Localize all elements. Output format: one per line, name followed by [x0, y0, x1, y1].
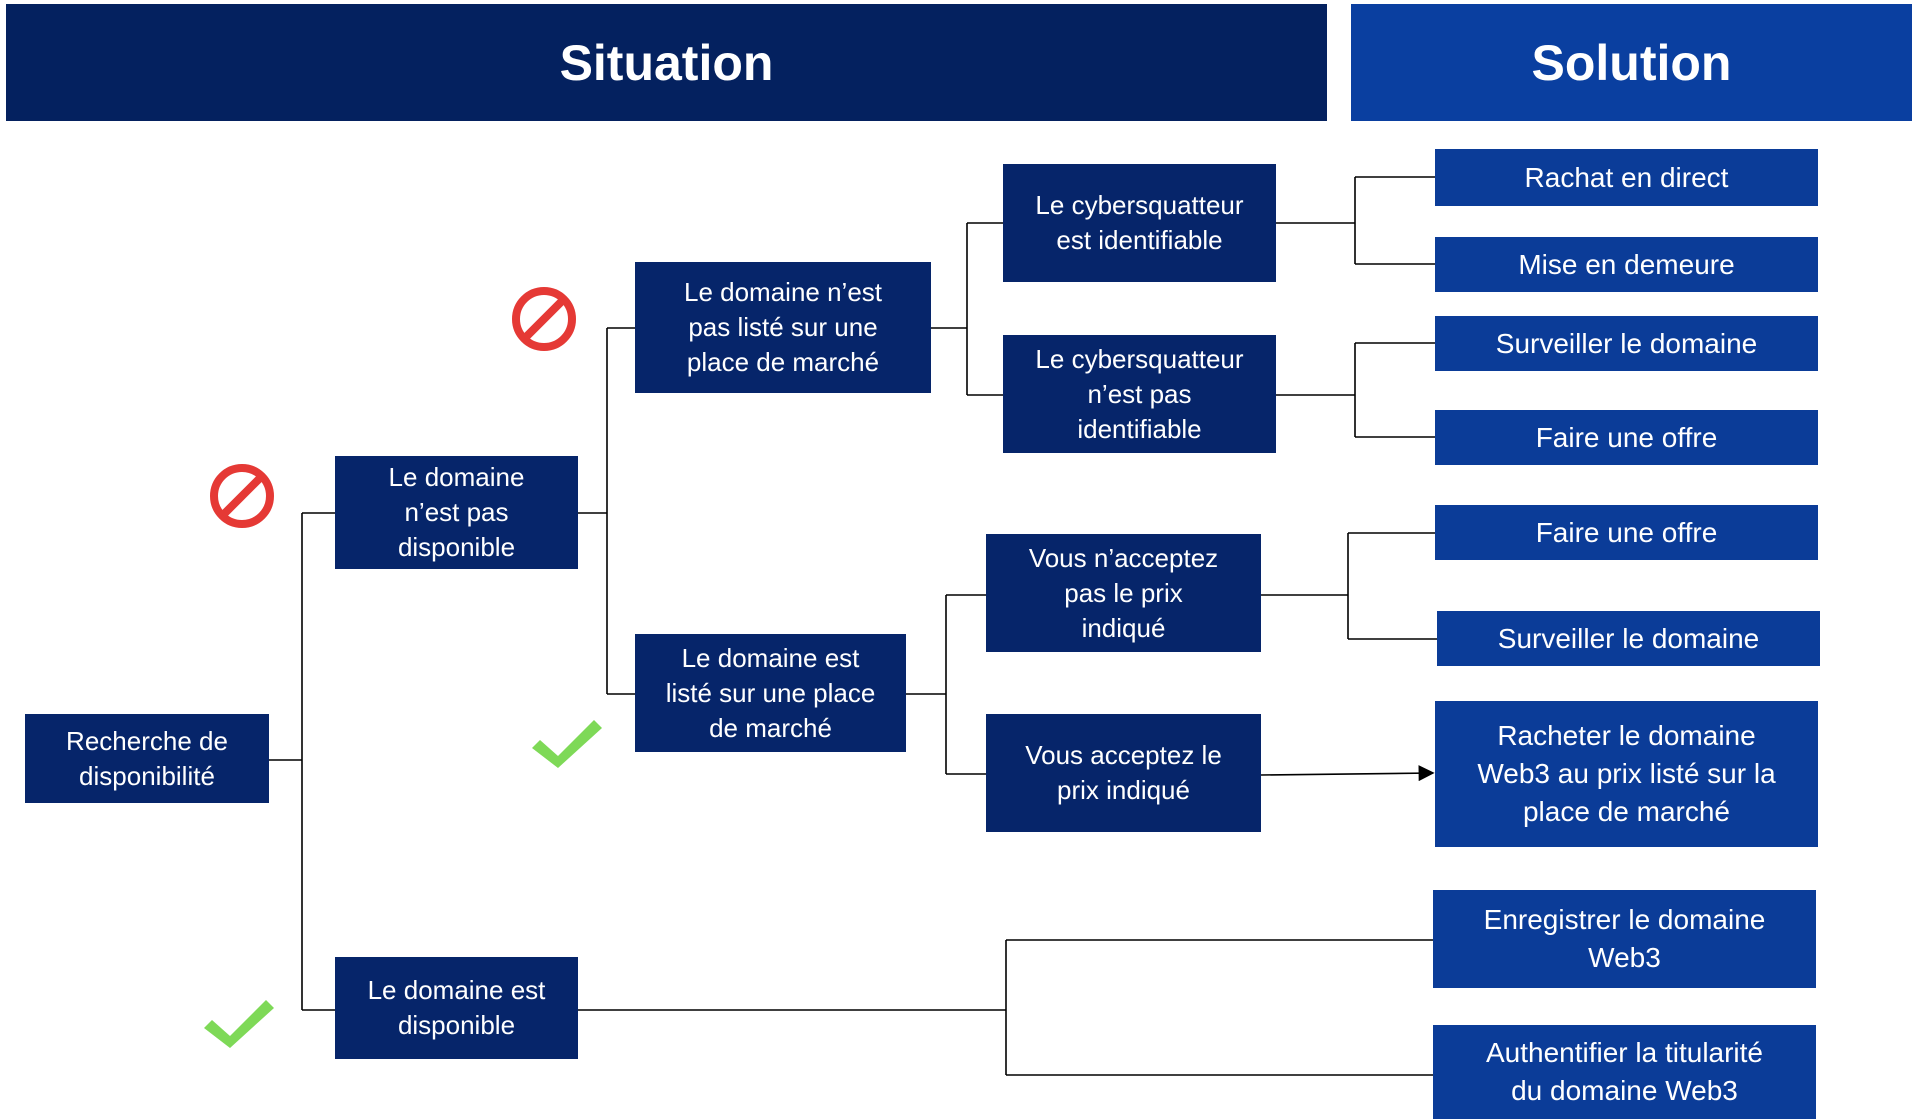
- solution-make-offer: Faire une offre: [1435, 410, 1818, 465]
- node-listed: Le domaine est listé sur une place de ma…: [635, 634, 906, 752]
- node-label: Le domaine est disponible: [367, 975, 546, 1040]
- solution-label: Faire une offre: [1535, 516, 1718, 548]
- node-squatter-not-identifiable: Le cybersquatteur n’est pas identifiable: [1003, 335, 1276, 453]
- solution-label: Mise en demeure: [1518, 248, 1735, 280]
- node-label: Recherche de disponibilité: [66, 725, 228, 791]
- node-label: Vous acceptez le prix indiqué: [1025, 740, 1222, 805]
- node-label: Le domaine n’est pas disponible: [388, 462, 525, 562]
- solution-header: Solution: [1351, 4, 1912, 121]
- solution-formal-notice: Mise en demeure: [1435, 237, 1818, 292]
- forbidden-icon: [210, 464, 274, 528]
- solution-buy-listed-price: Racheter le domaine Web3 au prix listé s…: [1435, 701, 1818, 847]
- check-icon: [204, 1000, 274, 1048]
- situation-header: Situation: [6, 4, 1327, 121]
- solution-authenticate-ownership: Authentifier la titularité du domaine We…: [1433, 1025, 1816, 1119]
- node-label: Le domaine n’est pas listé sur une place…: [683, 277, 883, 377]
- solution-label: Surveiller le domaine: [1495, 327, 1758, 359]
- node-label: Le cybersquatteur n’est pas identifiable: [1035, 343, 1244, 444]
- solution-label: Authentifier la titularité du domaine We…: [1485, 1037, 1764, 1106]
- node-availability-search: Recherche de disponibilité: [25, 714, 269, 803]
- node-not-listed: Le domaine n’est pas listé sur une place…: [635, 262, 931, 393]
- situation-title: Situation: [559, 34, 774, 91]
- solution-label: Enregistrer le domaine Web3: [1483, 904, 1766, 973]
- solution-monitor-domain: Surveiller le domaine: [1437, 611, 1820, 666]
- solution-direct-buyback: Rachat en direct: [1435, 149, 1818, 206]
- node-price-accepted: Vous acceptez le prix indiqué: [986, 714, 1261, 832]
- solution-label: Surveiller le domaine: [1497, 622, 1760, 654]
- node-price-refused: Vous n’acceptez pas le prix indiqué: [986, 534, 1261, 652]
- node-label: Vous n’acceptez pas le prix indiqué: [1028, 542, 1219, 643]
- node-squatter-identifiable: Le cybersquatteur est identifiable: [1003, 164, 1276, 282]
- solution-monitor-domain: Surveiller le domaine: [1435, 316, 1818, 371]
- node-available: Le domaine est disponible: [335, 957, 578, 1059]
- solution-label: Faire une offre: [1535, 421, 1718, 453]
- forbidden-icon: [512, 287, 576, 351]
- check-icon: [532, 720, 602, 768]
- solution-label: Racheter le domaine Web3 au prix listé s…: [1477, 720, 1776, 827]
- node-label: Le domaine est listé sur une place de ma…: [665, 642, 876, 743]
- solution-label: Rachat en direct: [1524, 161, 1729, 193]
- node-not-available: Le domaine n’est pas disponible: [335, 456, 578, 569]
- solution-register-domain: Enregistrer le domaine Web3: [1433, 890, 1816, 988]
- arrow-price-accepted: [1260, 765, 1435, 782]
- solution-title: Solution: [1531, 34, 1732, 91]
- solution-make-offer: Faire une offre: [1435, 505, 1818, 560]
- node-label: Le cybersquatteur est identifiable: [1035, 190, 1244, 255]
